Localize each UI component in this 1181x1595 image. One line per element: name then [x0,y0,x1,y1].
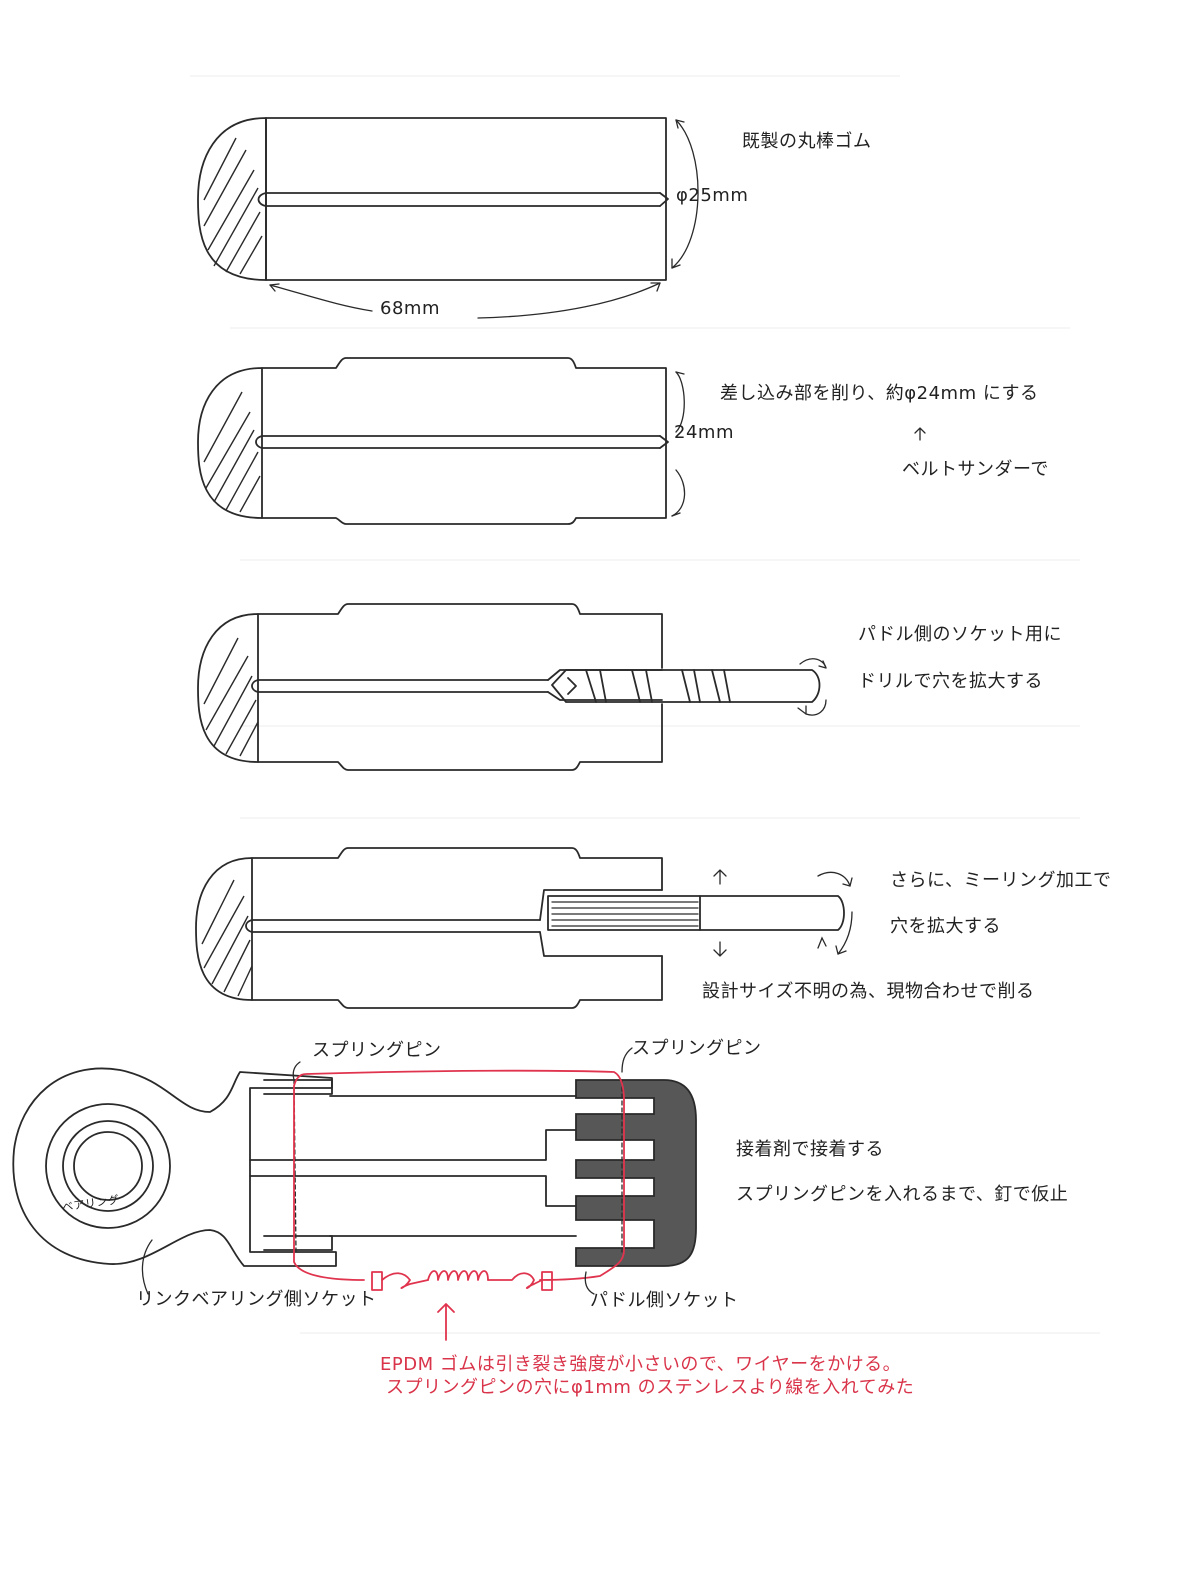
step4-end-hatch [201,879,253,997]
link-socket-label: リンクベアリング側ソケット [136,1289,377,1310]
nail-note: スプリングピンを入れるまで、釘で仮止 [736,1184,1069,1205]
diameter-arrow [671,119,699,269]
step2-tool-label: ベルトサンダーで [902,459,1049,480]
step2-shaved-rod [197,357,926,525]
dimension-24-arrow [671,371,686,517]
paddle-socket-leader [584,1271,595,1295]
bearing-ring [62,1120,154,1212]
step1-diameter-label: φ25mm [676,185,749,206]
step1-rubber-rod [197,117,699,319]
step3-drilling [197,603,827,771]
link-bearing-socket [12,1067,337,1267]
step1-note: 既製の丸棒ゴム [742,131,872,152]
step4-note-line2: 穴を拡大する [890,916,1001,937]
glue-note: 接着剤で接着する [736,1139,884,1160]
step3-end-hatch [203,637,259,757]
milling-cutter [547,869,853,957]
step2-note: 差し込み部を削り、約φ24mm にする [720,383,1039,404]
wire-pointer-arrow [437,1303,455,1341]
step3-note-line2: ドリルで穴を拡大する [858,671,1043,692]
spring-pin-right-label: スプリングピン [632,1038,762,1059]
link-socket-leader [141,1239,153,1295]
length-arrow [269,282,661,319]
wire-spring [371,1270,553,1291]
step2-end-hatch [203,391,261,513]
tool-pointer-arrow [914,427,926,441]
bearing-bore [73,1131,143,1201]
stainless-wire-loop [293,1069,625,1281]
step4-milling [195,847,853,1009]
wire-note-line2: スプリングピンの穴にφ1mm のステンレスより線を入れてみた [386,1377,915,1398]
paddle-socket [575,1079,697,1267]
notebook-rules [190,75,1100,1334]
assembly-drawing [12,1047,697,1341]
step2-dimension-label: 24mm [674,422,734,443]
step4-note-line1: さらに、ミーリング加工で [890,870,1112,891]
wire-note-line1: EPDM ゴムは引き裂き強度が小さいので、ワイヤーをかける。 [380,1354,902,1375]
paddle-socket-label: パドル側ソケット [590,1290,739,1311]
rubber-core [249,1095,577,1237]
step4-note-line3: 設計サイズ不明の為、現物合わせで削る [702,981,1035,1002]
step1-end-hatch [203,137,263,275]
step3-note-line1: パドル側のソケット用に [858,624,1063,645]
bearing-outer [45,1103,171,1229]
spring-pin-left-label: スプリングピン [312,1040,442,1061]
step1-length-label: 68mm [380,298,440,319]
drill-bit [551,658,827,716]
